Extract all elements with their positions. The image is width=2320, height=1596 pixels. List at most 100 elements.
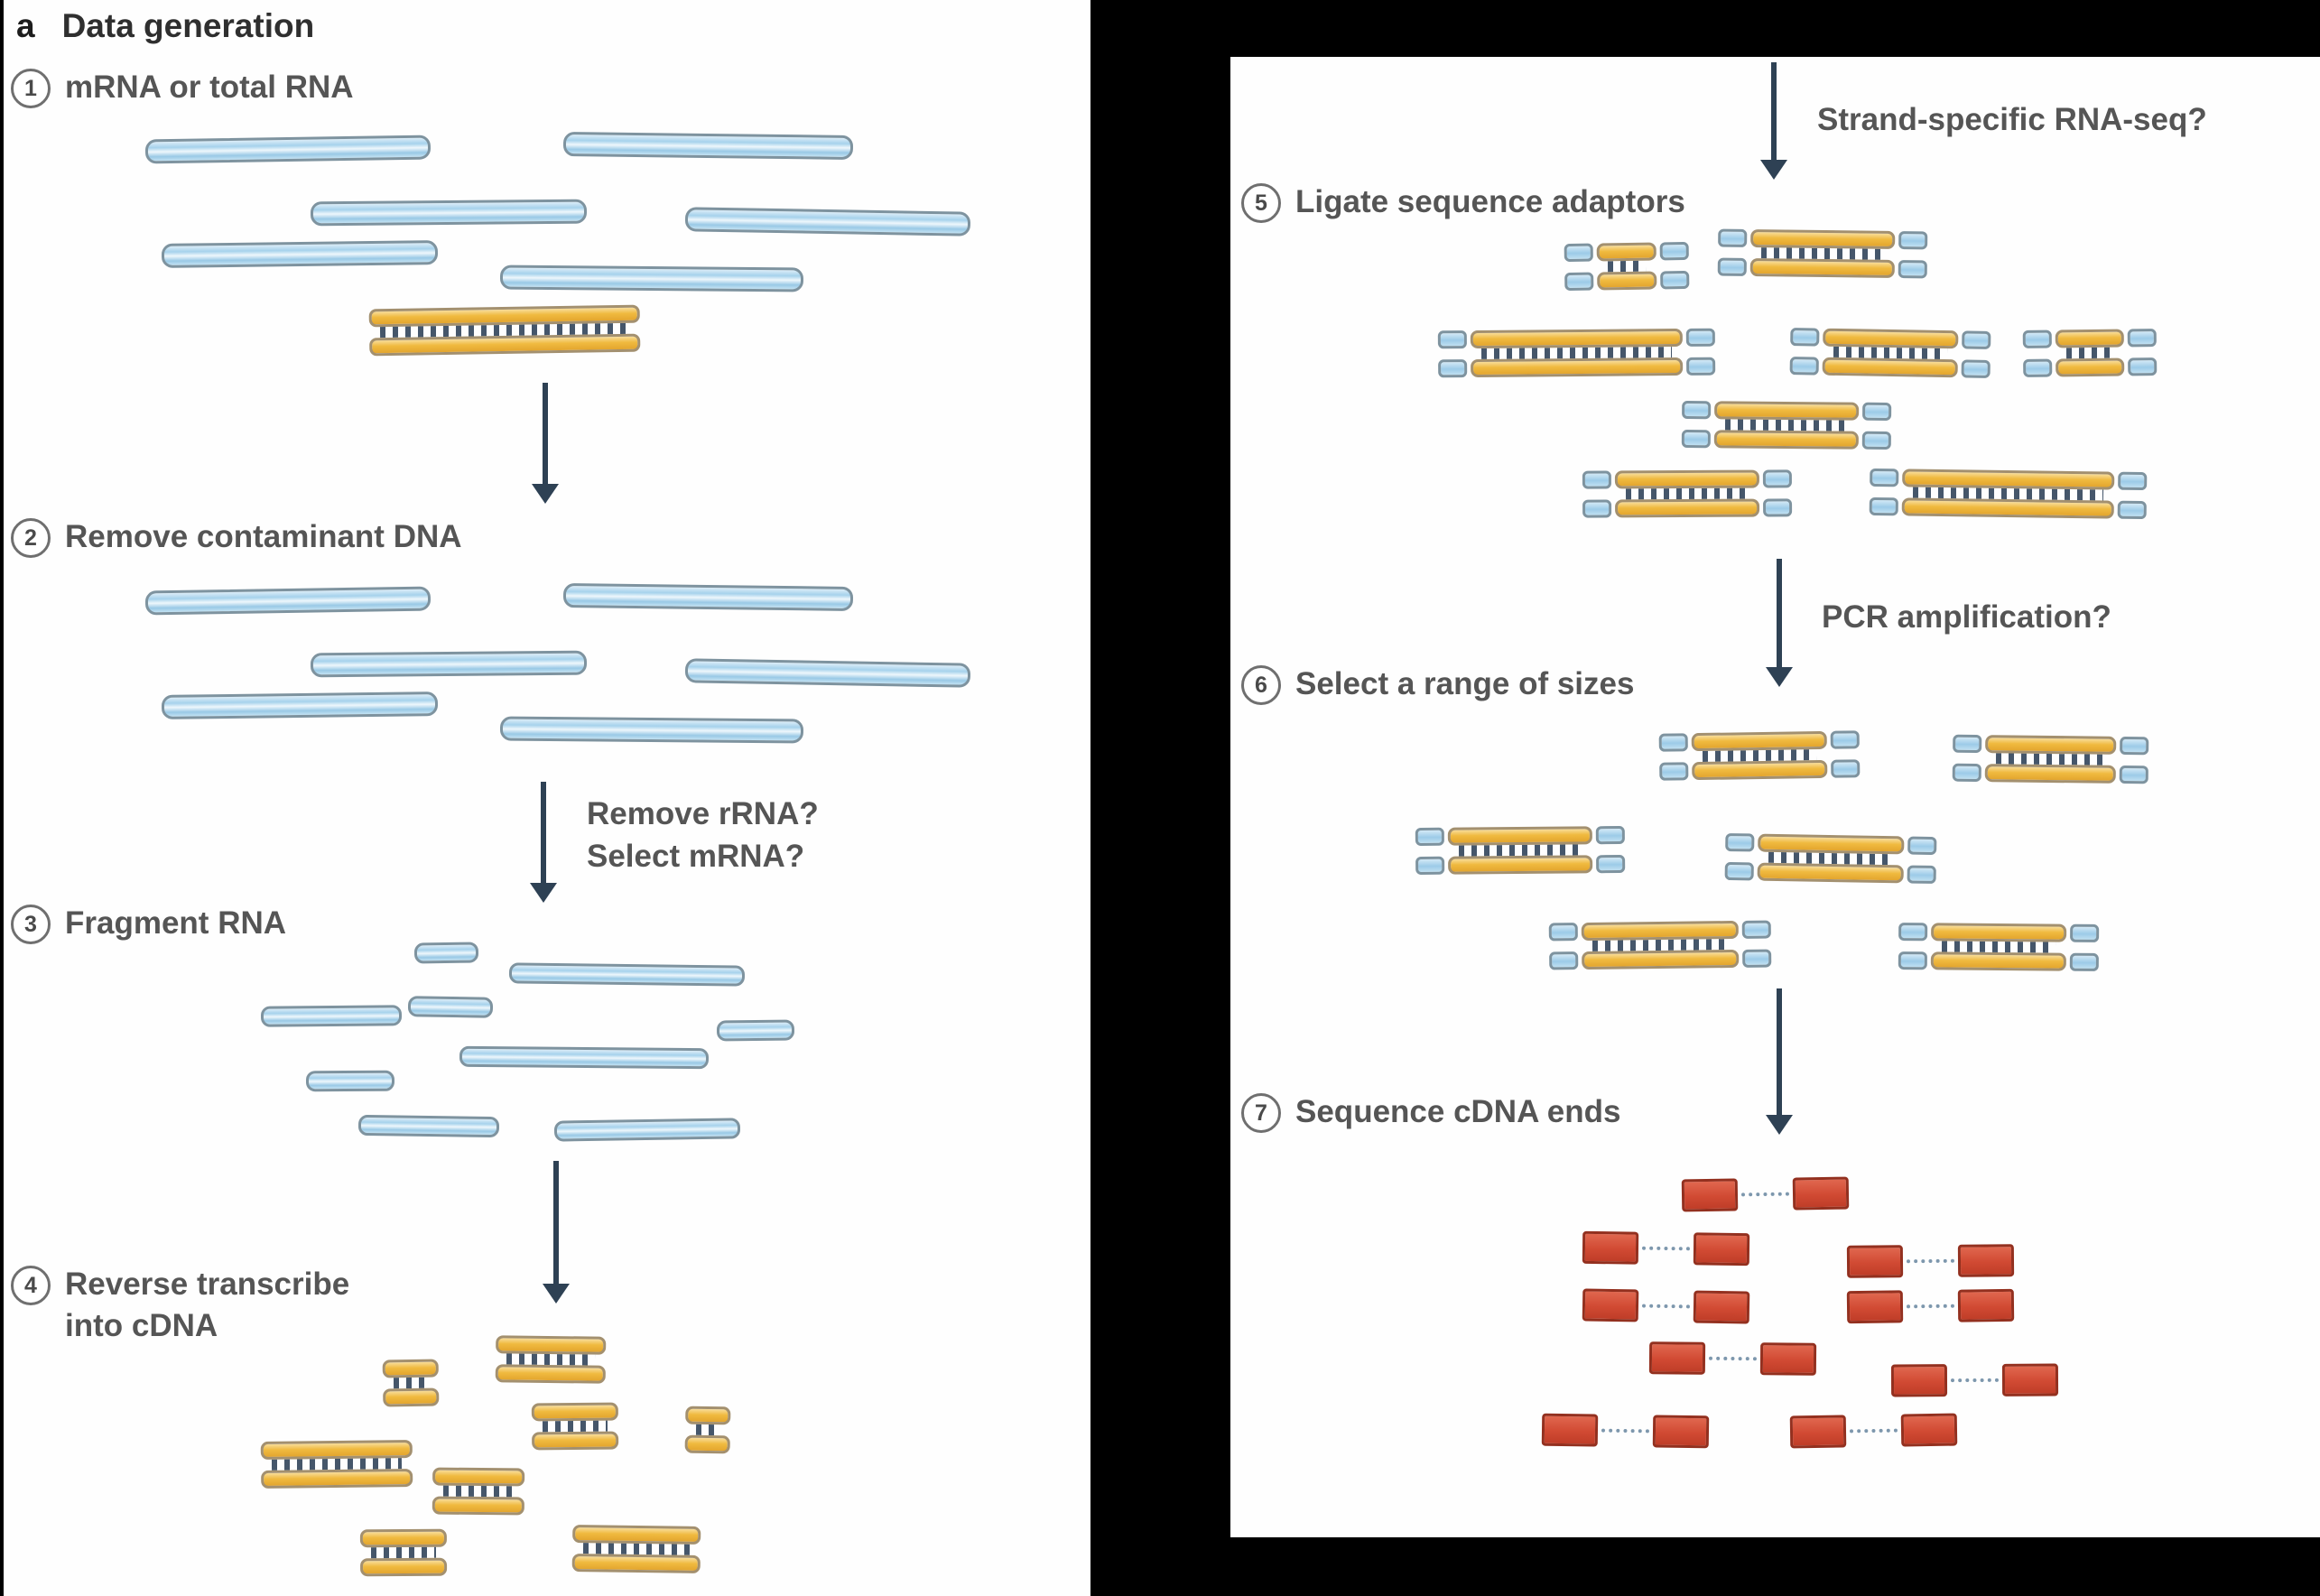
size-selected-cdna [1415,825,1626,876]
read-end [1789,1415,1847,1449]
paired-end-read [1890,1363,2059,1397]
rna-fragment [508,962,746,987]
mate-pair-link [1849,1428,1898,1434]
rna-strand [144,135,432,164]
step-2-label: Remove contaminant DNA [65,519,462,554]
annotation-remove-rrna: Remove rRNA? Select mRNA? [587,793,819,878]
read-end [1900,1413,1958,1447]
paired-end-read [1846,1288,2015,1324]
step-3-number-badge: 3 [11,905,51,944]
paired-end-read [1789,1413,1958,1449]
step-6-label: Select a range of sizes [1295,666,1635,701]
adaptor-ligated-cdna [1564,241,1690,292]
annotation-pcr-line1: PCR amplification? [1822,599,2111,635]
read-end [1652,1415,1710,1449]
adaptor-ligated-cdna [1789,328,1991,378]
mate-pair-link [1641,1246,1691,1251]
rna-strand [499,716,804,744]
annotation-strand-specific: Strand-specific RNA-seq? [1817,98,2207,141]
size-selected-cdna [1952,734,2149,784]
step-4-label-line1: Reverse transcribe [65,1267,350,1302]
annotation-strand-specific-line1: Strand-specific RNA-seq? [1817,102,2207,137]
rna-fragment [357,1114,500,1138]
mate-pair-link [1601,1428,1650,1434]
adaptor-ligated-cdna [1717,228,1928,279]
adaptor-ligated-cdna [1437,328,1716,378]
rna-strand [684,207,971,237]
size-selected-cdna [1658,730,1861,781]
step-4-number-badge: 4 [11,1266,51,1305]
rna-strand [562,132,854,160]
rna-strand [310,199,588,227]
read-end [1957,1288,2015,1322]
cdna-molecule [684,1406,731,1454]
step-5-row: 5 Ligate sequence adaptors [1241,181,1685,223]
contaminant-dna [368,304,641,357]
size-selected-cdna [1548,920,1772,970]
mate-pair-link [1906,1258,1955,1264]
arrow-down-icon [530,782,557,903]
paired-end-read [1681,1176,1850,1212]
step-2-number-badge: 2 [11,518,51,558]
cdna-molecule [382,1359,440,1407]
panel-letter: a [16,7,35,44]
read-end [1792,1176,1850,1211]
read-end [1681,1178,1739,1212]
step-5-label: Ligate sequence adaptors [1295,184,1685,219]
paired-end-read [1846,1244,2015,1278]
rna-strand [310,650,588,678]
mate-pair-link [1906,1304,1955,1309]
read-end [1541,1413,1599,1447]
figure-title-text: Data generation [61,7,315,44]
arrow-down-icon [1760,62,1787,180]
step-4-label-line2: into cDNA [65,1307,218,1343]
mate-pair-link [1740,1192,1790,1197]
cdna-molecule [260,1439,413,1489]
rna-strand [161,240,439,268]
read-end [1693,1290,1750,1324]
size-selected-cdna [1898,923,2100,971]
arrow-down-icon [1766,559,1793,687]
paired-end-read [1582,1230,1750,1267]
read-end [1648,1341,1706,1375]
rna-fragment [459,1045,710,1070]
paired-end-read [1541,1413,1710,1449]
step-7-row: 7 Sequence cDNA ends [1241,1091,1620,1133]
rna-fragment [305,1070,395,1092]
step-1-number-badge: 1 [11,69,51,108]
cdna-molecule [495,1335,607,1384]
arrow-down-icon [532,383,559,504]
annotation-pcr: PCR amplification? [1822,596,2111,638]
adaptor-ligated-cdna [2022,329,2158,377]
rna-fragment [413,942,479,964]
annotation-remove-rrna-line2: Select mRNA? [587,839,805,875]
panel-data-generation: a Data generation 1 mRNA or total RNA 2 … [4,0,1090,1596]
mate-pair-link [1641,1304,1691,1309]
rna-strand [562,583,854,611]
read-end [1582,1288,1639,1322]
step-6-number-badge: 6 [1241,665,1281,705]
rna-fragment [553,1118,741,1142]
cdna-molecule [359,1528,448,1577]
step-6-row: 6 Select a range of sizes [1241,663,1634,705]
paired-end-read [1648,1341,1817,1376]
panel-library-construction: Strand-specific RNA-seq? 5 Ligate sequen… [1230,57,2320,1537]
paired-end-read [1582,1288,1750,1324]
adaptor-ligated-cdna [1681,400,1892,450]
rna-strand [499,264,804,292]
step-1-label: mRNA or total RNA [65,70,354,105]
step-5-number-badge: 5 [1241,183,1281,223]
rna-strand [144,586,432,616]
annotation-remove-rrna-line1: Remove rRNA? [587,796,819,831]
step-7-number-badge: 7 [1241,1093,1281,1133]
read-end [1693,1232,1750,1267]
mate-pair-link [1708,1356,1758,1361]
mate-pair-link [1950,1378,2000,1383]
step-2-row: 2 Remove contaminant DNA [11,516,462,558]
cdna-molecule [571,1525,701,1573]
cdna-molecule [432,1467,525,1516]
step-7-label: Sequence cDNA ends [1295,1094,1621,1129]
rna-strand [684,658,971,688]
read-end [2001,1363,2059,1396]
